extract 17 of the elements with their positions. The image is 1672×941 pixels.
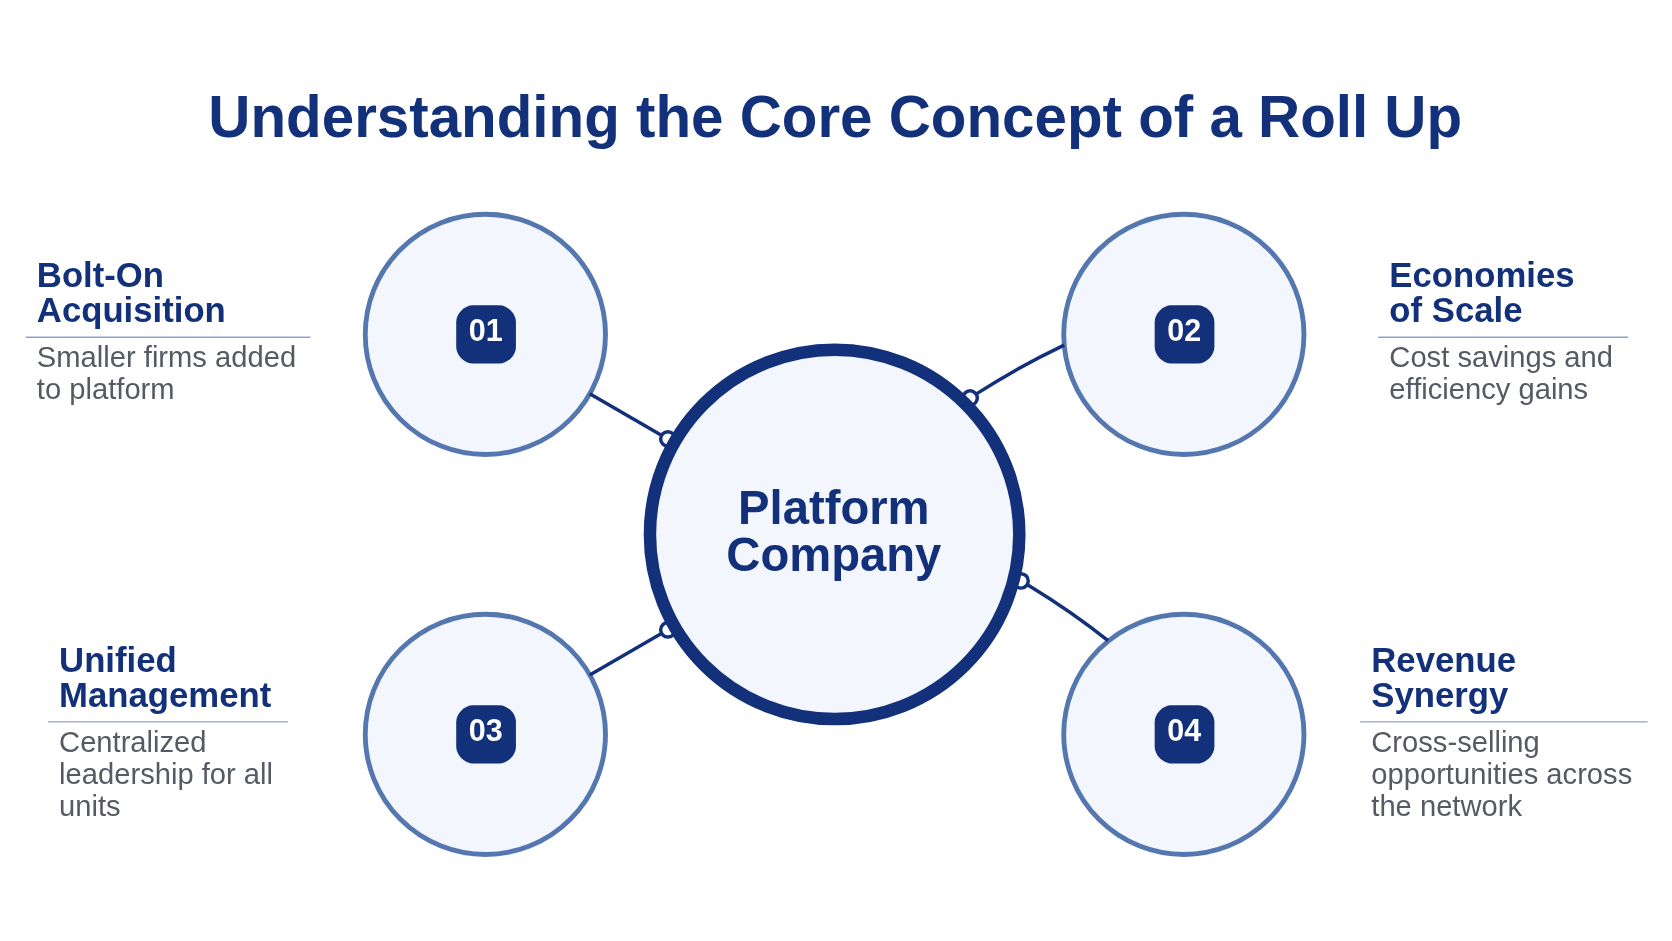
node-circle: 03 bbox=[362, 611, 608, 857]
node-label: Smaller firms added to platform bbox=[36, 341, 297, 406]
node-label: Centralized leadership for all units bbox=[59, 726, 274, 822]
node-circle: 04 bbox=[1061, 611, 1307, 857]
node-label: Unified Management bbox=[59, 640, 272, 714]
connector bbox=[588, 392, 677, 448]
node-label: Cross-selling opportunities across the network bbox=[1371, 726, 1633, 822]
node-label: Economies of Scale bbox=[1389, 256, 1575, 329]
node-circle: 02 bbox=[1061, 211, 1307, 457]
node-label: Cost savings and efficiency gains bbox=[1389, 341, 1614, 406]
node-circle: Platform Company bbox=[643, 343, 1026, 726]
node-label: Revenue Synergy bbox=[1371, 640, 1516, 714]
diagram-title: Understanding the Core Concept of a Roll Up bbox=[208, 84, 1463, 150]
node-label: Bolt-On Acquisition bbox=[36, 256, 226, 329]
connector bbox=[588, 620, 677, 677]
node-circle: 01 bbox=[362, 211, 608, 457]
connector bbox=[961, 343, 1065, 407]
